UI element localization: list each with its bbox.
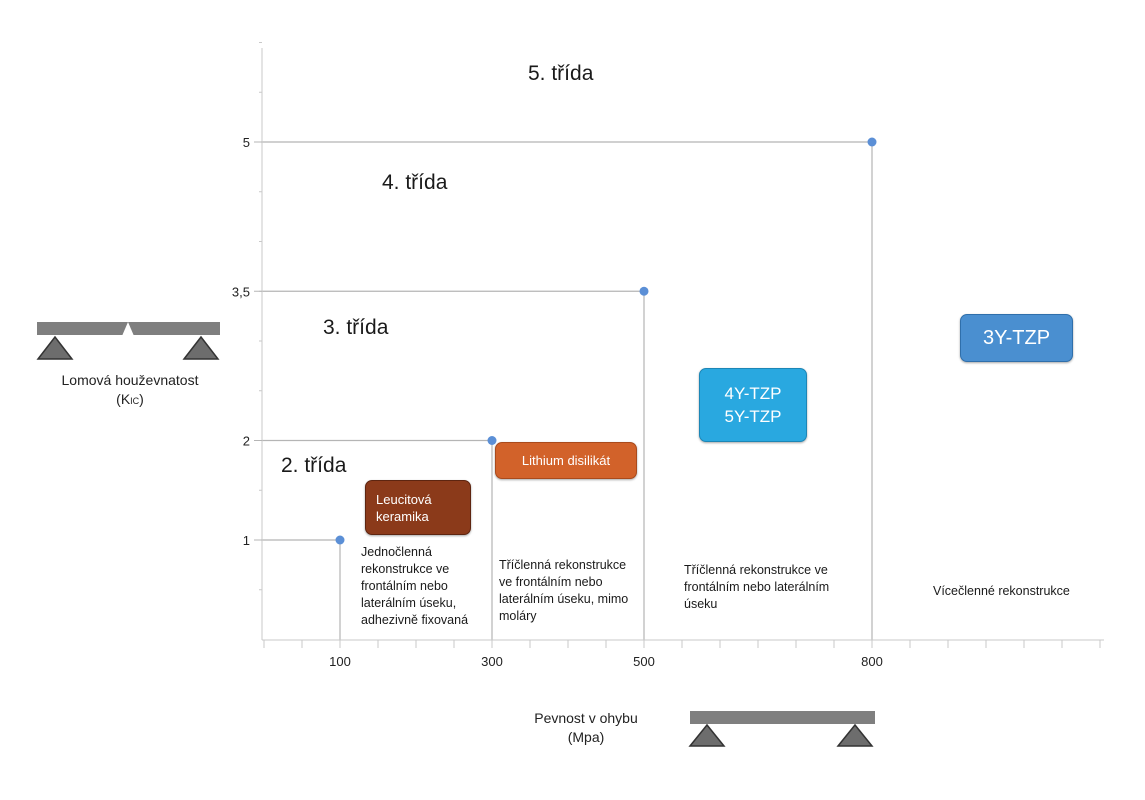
material-box-3y-tzp: 3Y-TZP	[960, 314, 1073, 362]
y-axis-title-open: (K	[116, 391, 131, 407]
material-label: 4Y-TZP	[724, 384, 782, 403]
x-tick-label: 100	[329, 654, 351, 669]
material-box-4y-5y-tzp: 4Y-TZP 5Y-TZP	[699, 368, 807, 442]
material-label: Leucitová keramika	[376, 491, 432, 524]
x-axis-title: Pevnost v ohybu (Mpa)	[506, 709, 666, 747]
x-tick-label: 300	[481, 654, 503, 669]
data-point	[487, 436, 497, 445]
material-label: 5Y-TZP	[724, 407, 782, 426]
x-axis-title-line2: (Mpa)	[567, 729, 605, 745]
x-tick-label: 500	[633, 654, 655, 669]
class-boundary-lines	[262, 141, 873, 640]
material-label: 3Y-TZP	[982, 326, 1051, 349]
axis-ticks: 1 2 3,5 5 100 300 500 800	[232, 42, 1101, 669]
axes	[261, 48, 1104, 641]
class-label-3: 3. třída	[323, 316, 389, 339]
indication-text-4: Vícečlenné rekonstrukce	[933, 584, 1070, 598]
y-axis-title-line1: Lomová houževnatost	[61, 372, 199, 388]
y-axis-title-line2: (KIC)	[20, 390, 240, 411]
y-tick-label: 1	[243, 533, 250, 548]
y-tick-label: 2	[243, 434, 250, 449]
class-label-2: 2. třída	[281, 454, 347, 477]
data-point	[867, 137, 877, 147]
material-label: Lithium disilikát	[521, 453, 611, 468]
data-points	[335, 137, 877, 545]
x-axis-title-line1: Pevnost v ohybu	[534, 710, 638, 726]
y-tick-label: 3,5	[232, 284, 250, 299]
beam-icon	[688, 711, 875, 747]
notched-beam-icon	[36, 322, 220, 360]
y-tick-label: 5	[243, 135, 250, 150]
material-box-lithium-disilicate: Lithium disilikát	[495, 442, 637, 479]
x-tick-label: 800	[861, 654, 883, 669]
data-point	[639, 286, 649, 296]
y-axis-title-close: )	[139, 391, 144, 407]
class-label-4: 4. třída	[382, 171, 448, 194]
material-box-leucite: Leucitová keramika	[365, 480, 471, 535]
y-axis-title: Lomová houževnatost (KIC)	[20, 371, 240, 411]
class-label-5: 5. třída	[528, 62, 594, 85]
indication-text-1: Jednočlenná rekonstrukce ve frontálním n…	[361, 545, 469, 627]
indication-text-2: Tříčlenná rekonstrukce ve frontálním neb…	[499, 558, 629, 623]
indication-text-3: Tříčlenná rekonstrukce ve frontálním neb…	[684, 563, 830, 611]
y-axis-title-sub: IC	[130, 396, 140, 406]
data-point	[335, 535, 345, 545]
